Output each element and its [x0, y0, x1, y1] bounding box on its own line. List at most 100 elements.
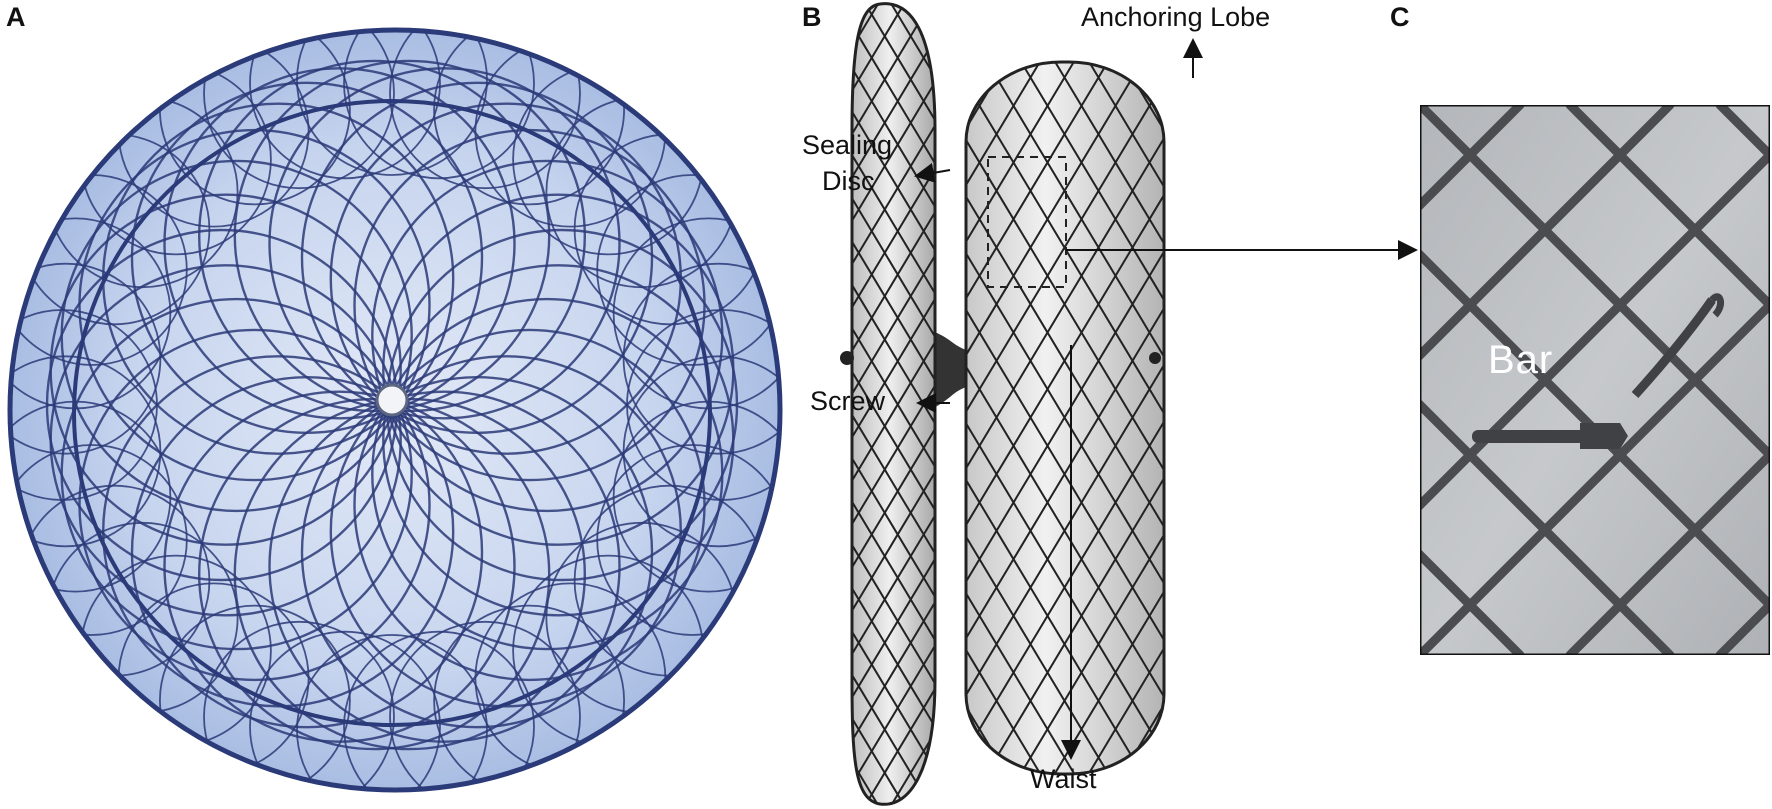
mesh-wire — [1152, 62, 1164, 774]
mesh-wire — [966, 62, 1113, 774]
mesh-wire — [1175, 0, 1420, 809]
mesh-wire — [1152, 62, 1164, 774]
mesh-strut — [1420, 105, 1675, 362]
mesh-wire — [1187, 55, 1420, 780]
rim-mesh-wire — [203, 620, 395, 790]
rim-mesh-wire — [433, 604, 625, 790]
mesh-wire — [1391, 55, 1420, 780]
mesh-strut — [1565, 448, 1770, 655]
rim-mesh-wire — [343, 30, 535, 180]
mesh-strut — [1565, 105, 1770, 312]
mesh-wire — [1323, 55, 1420, 780]
mesh-wire — [1227, 0, 1420, 809]
mesh-wire — [966, 62, 1164, 774]
mesh-wire — [1331, 0, 1420, 809]
mesh-wire — [852, 3, 935, 805]
mesh-wire — [852, 3, 935, 805]
mesh-wire — [852, 3, 935, 805]
occluder-side-view-image — [780, 0, 1420, 809]
mesh-wire — [1357, 55, 1420, 780]
mesh-wire — [966, 62, 1164, 774]
mesh-wire — [1255, 55, 1420, 780]
mesh-wire — [966, 62, 1147, 774]
mesh-wire — [1123, 0, 1420, 809]
mesh-wire — [1255, 55, 1420, 780]
occluder-top-view-image — [7, 27, 783, 793]
mesh-wire — [966, 62, 1045, 774]
mesh-wire — [353, 328, 706, 682]
mesh-wire — [852, 3, 935, 805]
mesh-wire — [982, 62, 1164, 774]
rim-mesh-wire — [626, 309, 780, 501]
mesh-wire — [852, 3, 935, 805]
mesh-wire — [966, 62, 1113, 774]
mesh-wire — [852, 3, 935, 805]
mesh-wire — [1383, 0, 1420, 809]
mesh-wire — [966, 62, 1164, 774]
waist-label: Waist — [1030, 764, 1097, 794]
mesh-strut — [1420, 148, 1770, 512]
sealing-disc-label-line2: Disc — [822, 166, 875, 196]
mesh-wire — [852, 3, 935, 805]
mesh-wire — [1221, 55, 1420, 780]
mesh-wire — [966, 62, 1045, 774]
mesh-wire — [966, 62, 1147, 774]
mesh-wire — [1050, 62, 1164, 774]
mesh-wire — [130, 81, 484, 435]
sealing-disc-label-line1: Sealing — [802, 130, 893, 160]
panel-letter-b: B — [802, 2, 822, 32]
rim-mesh-wire — [10, 444, 188, 636]
mesh-wire — [1201, 0, 1420, 809]
mesh-wire — [1357, 0, 1420, 809]
mesh-wire — [1050, 62, 1164, 774]
rim-mesh-wire — [596, 444, 780, 636]
mesh-wire — [233, 59, 586, 413]
zoom-background — [1420, 105, 1770, 655]
bar-zoom-image — [1420, 105, 1770, 655]
rim-mesh-wire — [249, 630, 441, 790]
rim-mesh-wire — [622, 355, 780, 548]
rim-mesh-wire — [296, 634, 488, 790]
inner-rim — [72, 99, 712, 727]
mesh-wire — [268, 390, 621, 743]
anchoring-lobe-label: Anchoring Lobe — [1081, 2, 1271, 32]
zoom-region-box — [987, 156, 1067, 288]
mesh-wire — [1279, 0, 1420, 809]
mesh-wire — [780, 55, 806, 780]
mesh-wire — [966, 62, 1164, 774]
mesh-wire — [1187, 55, 1420, 780]
mesh-wire — [1221, 55, 1420, 780]
mesh-wire — [49, 193, 402, 546]
mesh-wire — [852, 3, 935, 805]
mesh-wire — [1175, 0, 1420, 809]
rim-mesh-wire — [433, 30, 625, 206]
mesh-wire — [1323, 55, 1420, 780]
mesh-wire — [163, 67, 516, 420]
mesh-wire — [852, 3, 935, 805]
rim-mesh-wire — [249, 30, 441, 180]
mesh-wire — [1016, 62, 1164, 774]
screw-left-icon — [840, 351, 854, 365]
rim-mesh-wire — [10, 309, 158, 501]
rim-mesh-wire — [296, 30, 488, 176]
mesh-wire — [1084, 62, 1164, 774]
mesh-wire — [966, 62, 1079, 774]
center-hub — [375, 383, 409, 417]
rim-mesh-wire — [343, 630, 535, 790]
mesh-wire — [966, 62, 1164, 774]
mesh-wire — [382, 264, 735, 617]
mesh-wire — [780, 0, 802, 809]
mesh-wire — [852, 3, 935, 805]
mesh-wire — [60, 159, 413, 513]
rim-mesh-wire — [596, 174, 780, 366]
mesh-wire — [1409, 0, 1420, 809]
mesh-wire — [1279, 0, 1420, 809]
mesh-wire — [371, 159, 724, 513]
rim-mesh-wire — [10, 355, 162, 548]
mesh-wire — [1253, 0, 1420, 809]
rim-mesh-wire — [622, 262, 780, 455]
bar-element — [1472, 293, 1725, 449]
mesh-wire — [371, 297, 724, 651]
panel-letter-c: C — [1390, 2, 1410, 32]
mesh-strut — [1420, 398, 1675, 655]
